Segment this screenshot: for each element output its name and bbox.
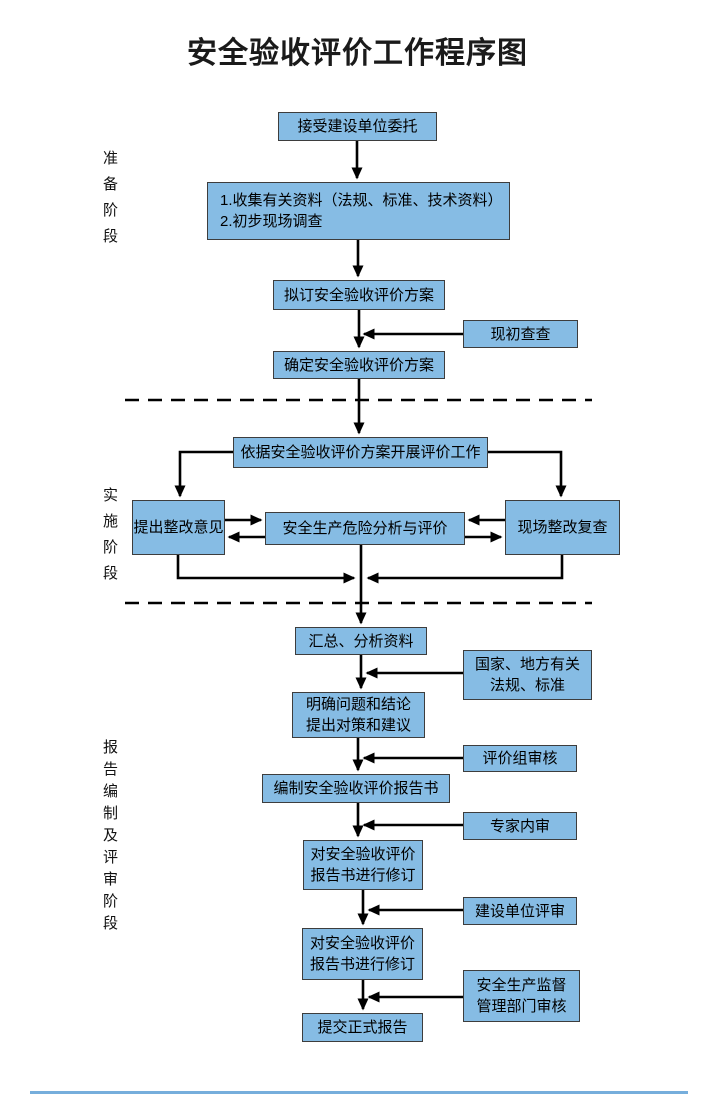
- node-accept-commission: 接受建设单位委托: [278, 112, 437, 141]
- node-evaluation-group-review: 评价组审核: [463, 745, 577, 772]
- node-initial-review: 现初查查: [463, 320, 578, 348]
- node-laws-standards: 国家、地方有关 法规、标准: [463, 650, 592, 700]
- node-supervision-review: 安全生产监督 管理部门审核: [463, 970, 580, 1022]
- phase-label-report: 报告编制及评审阶段: [101, 739, 118, 937]
- node-revise-report-1: 对安全验收评价 报告书进行修订: [303, 840, 423, 890]
- flow-arrows: [174, 141, 567, 1011]
- node-compile-report: 编制安全验收评价报告书: [262, 774, 450, 803]
- node-submit-final-report: 提交正式报告: [302, 1013, 423, 1042]
- node-expert-internal-review: 专家内审: [463, 812, 577, 840]
- phase-label-implementation: 实施阶段: [101, 487, 118, 591]
- node-site-recheck: 现场整改复查: [505, 500, 620, 555]
- node-summarize-materials: 汇总、分析资料: [295, 627, 427, 655]
- node-revise-report-2: 对安全验收评价 报告书进行修订: [302, 928, 423, 980]
- node-confirm-plan: 确定安全验收评价方案: [273, 351, 445, 379]
- node-owner-review: 建设单位评审: [463, 897, 577, 925]
- node-collect-materials: 1.收集有关资料（法规、标准、技术资料） 2.初步现场调查: [207, 182, 510, 240]
- node-suggest-rectification: 提出整改意见: [132, 500, 225, 555]
- node-risk-analysis: 安全生产危险分析与评价: [265, 512, 465, 545]
- node-draft-plan: 拟订安全验收评价方案: [273, 280, 445, 310]
- node-clarify-conclusions: 明确问题和结论 提出对策和建议: [292, 692, 425, 738]
- node-carry-out-evaluation: 依据安全验收评价方案开展评价工作: [233, 437, 488, 468]
- bottom-rule: [30, 1091, 688, 1094]
- page-title: 安全验收评价工作程序图: [187, 37, 528, 70]
- phase-label-preparation: 准备阶段: [101, 150, 118, 254]
